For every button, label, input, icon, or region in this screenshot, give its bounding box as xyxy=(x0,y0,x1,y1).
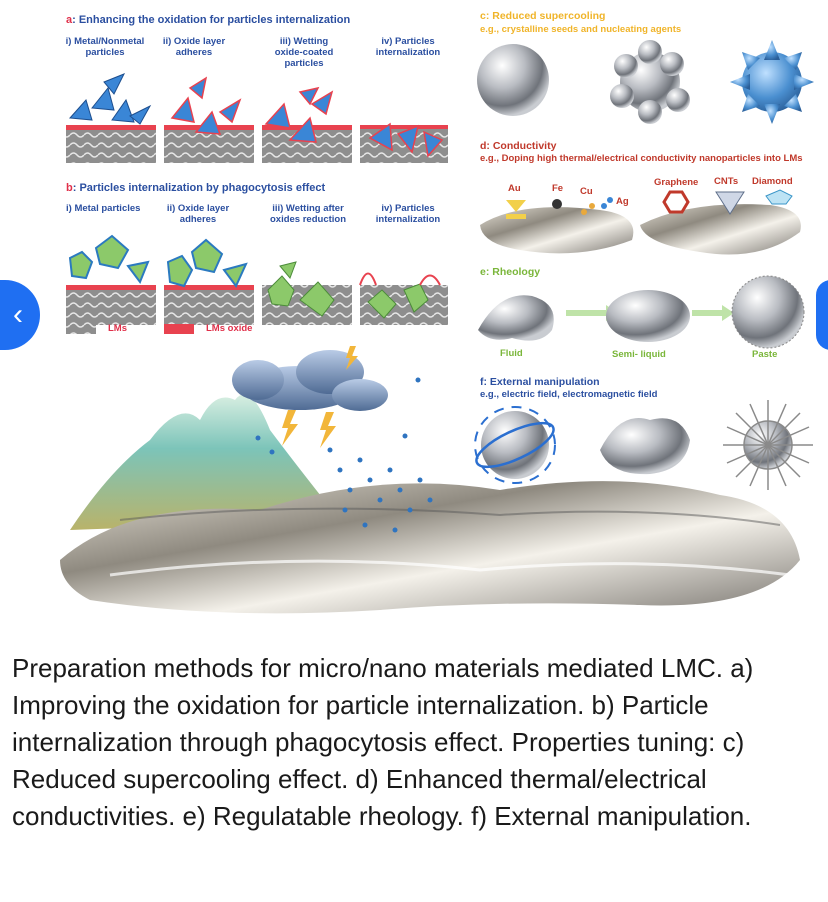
figure-artwork xyxy=(0,0,828,620)
panel-b-step-3: iii) Wetting after oxides reduction xyxy=(270,203,346,225)
panel-f-illustrations xyxy=(471,400,813,490)
landscape-illustration xyxy=(60,346,800,613)
panel-f-title: f: External manipulation xyxy=(480,376,600,388)
material-cnts: CNTs xyxy=(714,176,738,187)
panel-c-illustrations xyxy=(477,40,814,124)
panel-d-illustrations xyxy=(480,190,801,255)
next-slide-button[interactable] xyxy=(816,280,828,350)
panel-a-step-4: iv) Particles internalization xyxy=(366,36,450,58)
panel-b-step-4: iv) Particles internalization xyxy=(366,203,450,225)
panel-b-step-2: ii) Oxide layer adheres xyxy=(156,203,240,225)
rheology-fluid: Fluid xyxy=(500,348,523,359)
panel-f-title-text: : External manipulation xyxy=(484,376,600,388)
panel-a-step-2: ii) Oxide layer adheres xyxy=(152,36,236,58)
legend-lms: LMs xyxy=(108,323,127,334)
rheology-paste: Paste xyxy=(752,349,777,360)
element-fe: Fe xyxy=(552,183,563,194)
panel-c-title: c: Reduced supercooling xyxy=(480,10,605,22)
panel-a-step-3: iii) Wetting oxide-coated particles xyxy=(268,36,340,69)
material-graphene: Graphene xyxy=(654,177,698,188)
chevron-left-icon: ‹ xyxy=(13,298,23,332)
panel-c-title-text: : Reduced supercooling xyxy=(486,10,606,22)
element-au: Au xyxy=(508,183,521,194)
panel-a-illustrations xyxy=(66,74,448,163)
panel-d-example: e.g., Doping high thermal/electrical con… xyxy=(480,153,810,164)
panel-b-title-text: : Particles internalization by phagocyto… xyxy=(73,182,325,194)
element-ag: Ag xyxy=(616,196,629,207)
element-cu: Cu xyxy=(580,186,593,197)
figure-image: a: Enhancing the oxidation for particles… xyxy=(0,0,828,620)
panel-e-illustrations xyxy=(478,276,804,348)
legend-lms-oxide: LMs oxide xyxy=(206,323,252,334)
panel-b-step-1: i) Metal particles xyxy=(66,203,162,214)
panel-f-example: e.g., electric field, electromagnetic fi… xyxy=(480,389,657,400)
panel-a-title: a: Enhancing the oxidation for particles… xyxy=(66,14,350,26)
rheology-semi-liquid: Semi- liquid xyxy=(612,349,666,360)
figure-caption: Preparation methods for micro/nano mater… xyxy=(12,650,824,835)
panel-e-title: e: Rheology xyxy=(480,266,540,278)
panel-e-title-text: : Rheology xyxy=(486,266,540,278)
panel-b-illustrations xyxy=(66,236,448,334)
panel-a-title-text: : Enhancing the oxidation for particles … xyxy=(72,14,350,26)
panel-d-title-text: : Conductivity xyxy=(486,140,556,152)
material-diamond: Diamond xyxy=(752,176,793,187)
panel-a-step-1: i) Metal/Nonmetal particles xyxy=(60,36,150,58)
panel-d-title: d: Conductivity xyxy=(480,140,556,152)
panel-b-key: b xyxy=(66,182,73,194)
panel-b-title: b: Particles internalization by phagocyt… xyxy=(66,182,325,194)
panel-c-example: e.g., crystalline seeds and nucleating a… xyxy=(480,24,681,35)
